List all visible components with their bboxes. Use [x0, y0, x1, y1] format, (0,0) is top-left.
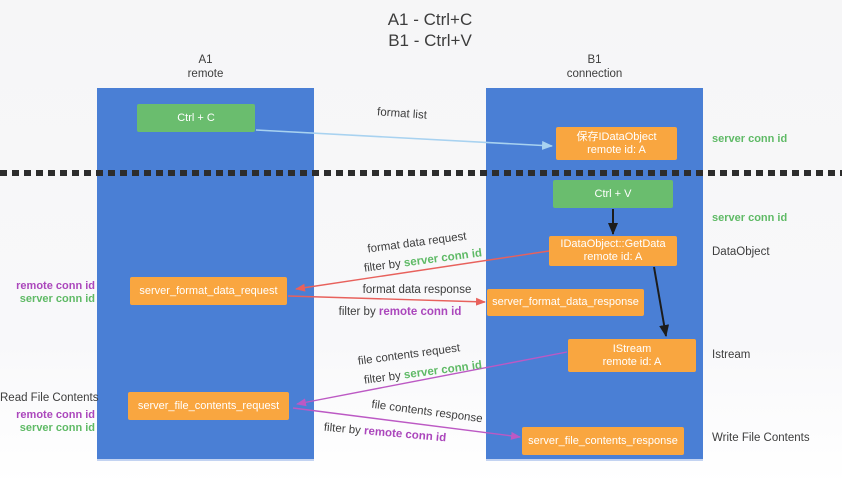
side-label-server-conn-id-mid: server conn id: [712, 212, 788, 224]
node-ctrl-c: Ctrl + C: [137, 104, 255, 132]
side-label-remote-conn-id-2: remote conn id: [16, 409, 95, 421]
side-label-read-file-contents: Read File Contents: [0, 392, 99, 404]
node-ctrl-v-label: Ctrl + V: [594, 187, 632, 200]
filter-by-text-2: filter by: [338, 306, 376, 318]
lifeline-header-a1: A1 remote: [97, 53, 314, 81]
node-save-idataobject: 保存IDataObject remote id: A: [556, 127, 677, 160]
diagram-title: A1 - Ctrl+C B1 - Ctrl+V: [330, 9, 530, 51]
node-save-idataobject-line1: 保存IDataObject: [576, 130, 657, 143]
side-label-dataobject: DataObject: [712, 246, 770, 258]
lifeline-b1-name: B1: [587, 54, 602, 66]
lifeline-a1-name: A1: [198, 54, 213, 66]
arrow-file-contents-response: [292, 407, 521, 440]
side-label-server-conn-id-2: server conn id: [19, 422, 95, 434]
side-label-remote-conn-id-1: remote conn id: [16, 280, 95, 292]
node-server-file-contents-request: server_file_contents_request: [128, 392, 289, 420]
lifeline-b1-role: connection: [566, 68, 623, 80]
lifeline-a1-role: remote: [187, 68, 224, 80]
arrow-format-list: [255, 129, 553, 150]
side-label-server-conn-id-top: server conn id: [712, 133, 788, 145]
node-format-response-label: server_format_data_response: [492, 296, 639, 308]
title-line-2: B1 - Ctrl+V: [388, 31, 472, 50]
node-server-format-data-request: server_format_data_request: [130, 277, 287, 305]
node-getdata-line2: remote id: A: [583, 251, 643, 263]
lifeline-header-b1: B1 connection: [486, 53, 703, 81]
arrow-format-data-request: [295, 250, 550, 292]
node-getdata-line1: IDataObject::GetData: [560, 238, 666, 250]
title-line-1: A1 - Ctrl+C: [387, 10, 473, 29]
arrow-file-contents-request: [296, 351, 568, 407]
node-ctrl-v: Ctrl + V: [553, 180, 673, 208]
node-format-request-label: server_format_data_request: [139, 284, 278, 297]
node-server-file-contents-response: server_file_contents_response: [522, 427, 684, 455]
node-save-idataobject-line2: remote id: A: [587, 143, 646, 156]
remote-conn-id-inline-1: remote conn id: [378, 306, 462, 318]
node-file-request-label: server_file_contents_request: [137, 399, 280, 412]
side-label-server-conn-id-1: server conn id: [19, 293, 95, 305]
node-ctrl-c-label: Ctrl + C: [177, 111, 215, 124]
label-filter-by-remote-conn-id-1: filter by remote conn id: [339, 306, 462, 318]
node-istream-line2: remote id: A: [602, 355, 662, 368]
node-file-response-label: server_file_contents_response: [528, 434, 678, 447]
arrow-getdata-to-istream: [653, 266, 670, 337]
node-idataobject-getdata: IDataObject::GetData remote id: A: [549, 236, 677, 266]
side-label-istream: Istream: [712, 349, 751, 361]
format-data-response-text: format data response: [362, 284, 472, 296]
arrow-format-data-response: [287, 295, 486, 306]
node-istream-line1: IStream: [612, 342, 652, 355]
node-istream: IStream remote id: A: [568, 339, 696, 372]
dotted-separator-line: [0, 170, 842, 176]
label-format-data-response: format data response: [363, 284, 472, 296]
side-label-write-file-contents: Write File Contents: [712, 432, 810, 444]
node-server-format-data-response: server_format_data_response: [487, 289, 644, 316]
